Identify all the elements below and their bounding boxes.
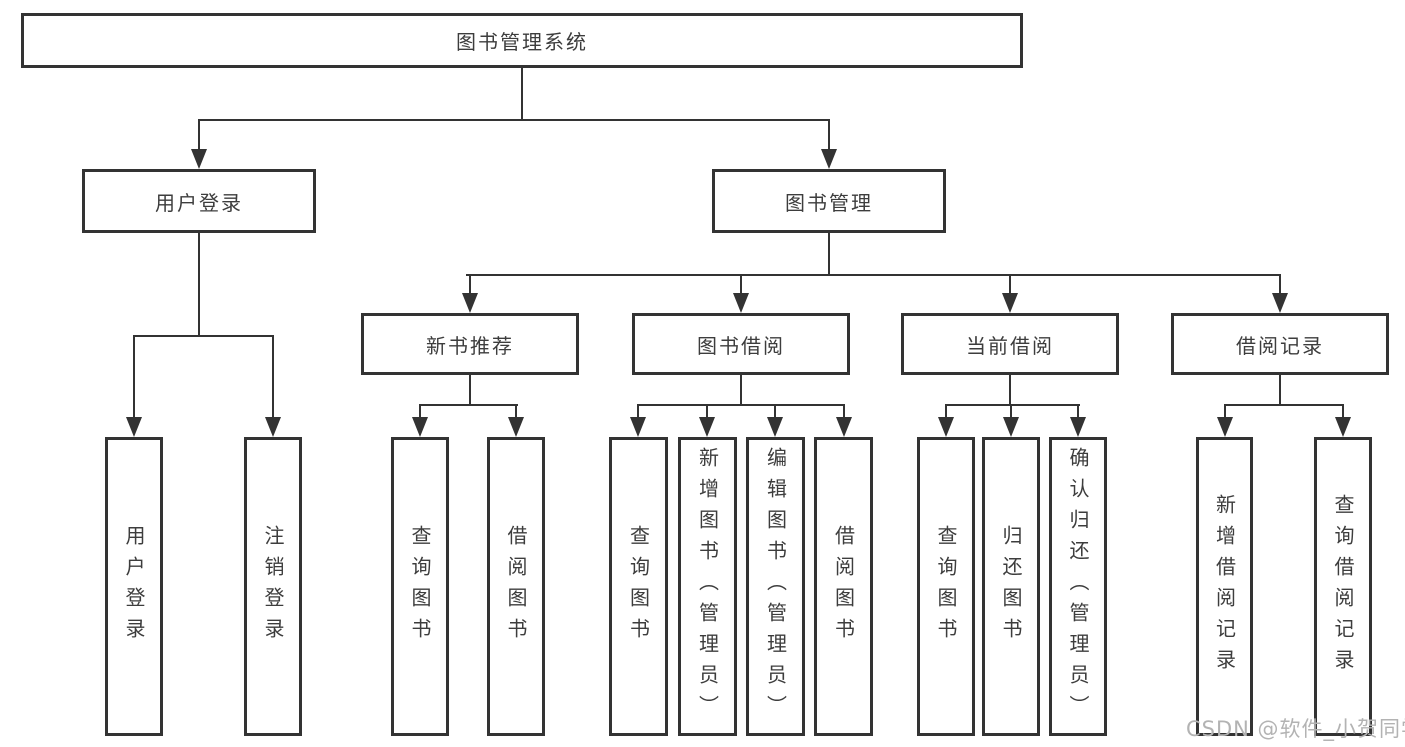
connector-book-management-branch-hline: [466, 274, 1281, 276]
connector-level3-stub: [1279, 274, 1281, 298]
arrow-down-icon: [733, 293, 749, 313]
leaf-user-login: 用户登录: [105, 437, 163, 736]
leaf-confirm-return-admin-label: 确认归还（管理员）: [1066, 447, 1090, 726]
connector-recommendation-branch-hline: [419, 404, 518, 406]
connector-records-branch-hline: [1224, 404, 1344, 406]
connector-leaf-stub: [1077, 404, 1079, 420]
node-library-management-system-label: 图书管理系统: [456, 30, 588, 54]
leaf-query-books-current: 查询图书: [917, 437, 975, 736]
arrow-down-icon: [1003, 417, 1019, 437]
leaf-add-books-admin: 新增图书（管理员）: [678, 437, 737, 736]
watermark-text: CSDN @软件_小贺同学: [1186, 717, 1405, 741]
node-book-borrowing-label: 图书借阅: [697, 333, 785, 358]
arrow-down-icon: [699, 417, 715, 437]
node-user-login-label: 用户登录: [155, 190, 243, 215]
arrow-down-icon: [821, 149, 837, 169]
connector-root-branch-hline: [198, 119, 830, 121]
connector-borrowing-vline: [740, 375, 742, 406]
node-new-book-recommendation-label: 新书推荐: [426, 333, 514, 358]
node-current-borrowing: 当前借阅: [901, 313, 1119, 375]
arrow-down-icon: [1335, 417, 1351, 437]
connector-leaf-stub: [706, 404, 708, 420]
leaf-logout-login: 注销登录: [244, 437, 302, 736]
connector-current-vline: [1009, 375, 1011, 406]
leaf-query-books-borrowing: 查询图书: [609, 437, 668, 736]
connector-user-login-vline: [198, 233, 200, 337]
connector-recommendation-vline: [469, 375, 471, 406]
connector-leaf-stub: [1224, 404, 1226, 420]
leaf-query-borrow-record: 查询借阅记录: [1314, 437, 1372, 736]
leaf-query-books-recommend-label: 查询图书: [408, 524, 432, 649]
leaf-query-books-recommend: 查询图书: [391, 437, 449, 736]
connector-level3-stub: [1009, 274, 1011, 298]
arrow-down-icon: [191, 149, 207, 169]
connector-user-login-stub: [198, 119, 200, 151]
leaf-borrow-books-borrowing: 借阅图书: [814, 437, 873, 736]
leaf-logout-login-label: 注销登录: [261, 524, 285, 649]
leaf-confirm-return-admin: 确认归还（管理员）: [1049, 437, 1107, 736]
leaf-add-borrow-record-label: 新增借阅记录: [1212, 493, 1237, 680]
node-book-management-label: 图书管理: [785, 190, 873, 215]
connector-leaf-stub: [1342, 404, 1344, 420]
connector-level3-stub: [740, 274, 742, 298]
connector-book-management-vline: [828, 233, 830, 276]
node-library-management-system: 图书管理系统: [21, 13, 1023, 68]
arrow-down-icon: [1002, 293, 1018, 313]
connector-leaf-stub: [843, 404, 845, 420]
leaf-user-login-label: 用户登录: [122, 524, 146, 649]
leaf-borrow-books-recommend: 借阅图书: [487, 437, 545, 736]
leaf-add-borrow-record: 新增借阅记录: [1196, 437, 1253, 736]
connector-leaf-stub: [637, 404, 639, 420]
connector-leaf-stub: [1010, 404, 1012, 420]
connector-book-management-stub: [828, 119, 830, 151]
leaf-query-books-current-label: 查询图书: [934, 524, 958, 649]
node-borrowing-records-label: 借阅记录: [1236, 333, 1324, 358]
arrow-down-icon: [508, 417, 524, 437]
connector-user-login-branch-hline: [133, 335, 274, 337]
node-book-management: 图书管理: [712, 169, 946, 233]
connector-records-vline: [1279, 375, 1281, 406]
node-book-borrowing: 图书借阅: [632, 313, 850, 375]
connector-borrowing-branch-hline: [637, 404, 845, 406]
arrow-down-icon: [462, 293, 478, 313]
leaf-edit-books-admin-label: 编辑图书（管理员）: [763, 447, 788, 726]
arrow-down-icon: [265, 417, 281, 437]
arrow-down-icon: [1272, 293, 1288, 313]
arrow-down-icon: [1070, 417, 1086, 437]
leaf-query-books-borrowing-label: 查询图书: [626, 524, 651, 649]
connector-leaf-stub: [272, 335, 274, 419]
leaf-return-books-label: 归还图书: [999, 524, 1023, 649]
leaf-borrow-books-borrowing-label: 借阅图书: [831, 524, 856, 649]
connector-leaf-stub: [133, 335, 135, 419]
arrow-down-icon: [412, 417, 428, 437]
leaf-query-borrow-record-label: 查询借阅记录: [1331, 493, 1355, 680]
node-borrowing-records: 借阅记录: [1171, 313, 1389, 375]
connector-level3-stub: [469, 274, 471, 298]
leaf-return-books: 归还图书: [982, 437, 1040, 736]
leaf-edit-books-admin: 编辑图书（管理员）: [746, 437, 805, 736]
connector-current-branch-hline: [945, 404, 1080, 406]
arrow-down-icon: [126, 417, 142, 437]
node-new-book-recommendation: 新书推荐: [361, 313, 579, 375]
connector-leaf-stub: [945, 404, 947, 420]
arrow-down-icon: [938, 417, 954, 437]
leaf-add-books-admin-label: 新增图书（管理员）: [695, 447, 720, 726]
node-current-borrowing-label: 当前借阅: [966, 333, 1054, 358]
connector-leaf-stub: [419, 404, 421, 420]
connector-root-vline: [521, 68, 523, 120]
connector-leaf-stub: [774, 404, 776, 420]
leaf-borrow-books-recommend-label: 借阅图书: [504, 524, 528, 649]
node-user-login: 用户登录: [82, 169, 316, 233]
arrow-down-icon: [836, 417, 852, 437]
arrow-down-icon: [767, 417, 783, 437]
connector-leaf-stub: [515, 404, 517, 420]
arrow-down-icon: [1217, 417, 1233, 437]
arrow-down-icon: [630, 417, 646, 437]
